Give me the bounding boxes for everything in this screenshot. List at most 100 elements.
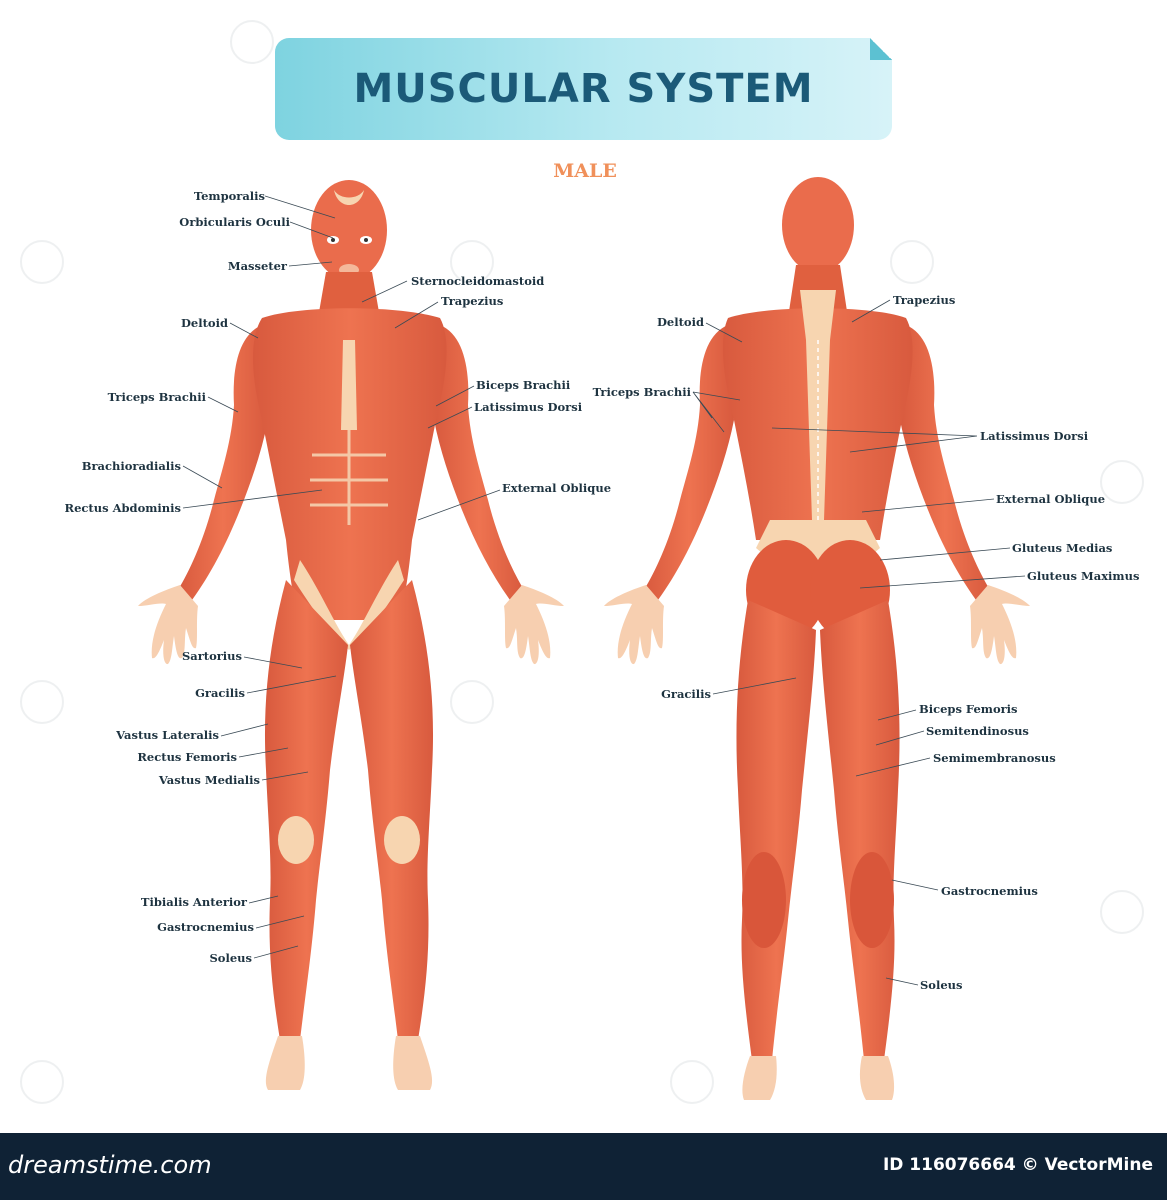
back-left-calf — [742, 852, 786, 948]
back-left-foot — [742, 1056, 777, 1100]
label-gracilis-back: Gracilis — [661, 687, 711, 701]
label-vastus-medialis: Vastus Medialis — [158, 773, 260, 787]
label-gastrocnemius-back: Gastrocnemius — [941, 884, 1038, 898]
label-trapezius: Trapezius — [441, 294, 503, 308]
front-left-knee — [278, 816, 314, 864]
label-gastrocnemius-front: Gastrocnemius — [157, 920, 254, 934]
front-right-hand — [504, 585, 564, 665]
leader-line — [261, 771, 309, 781]
leader-line — [182, 465, 223, 489]
back-right-arm — [900, 325, 990, 600]
label-rectus-femoris: Rectus Femoris — [137, 750, 237, 764]
front-right-arm — [434, 325, 524, 600]
back-right-foot — [859, 1056, 895, 1100]
front-right-knee — [384, 816, 420, 864]
label-brachioradialis: Brachioradialis — [82, 459, 181, 473]
footer-bar: dreamstime.com ID 116076664 © VectorMine — [0, 1133, 1167, 1200]
watermark-icon — [890, 240, 934, 284]
leader-line — [246, 675, 337, 694]
label-masseter: Masseter — [228, 259, 288, 273]
front-right-foot — [393, 1036, 433, 1090]
back-head — [782, 177, 854, 273]
leader-line — [220, 723, 269, 737]
leader-line — [288, 261, 333, 267]
leader-line — [417, 489, 501, 521]
label-gracilis: Gracilis — [195, 686, 245, 700]
front-right-pupil — [364, 238, 368, 242]
title-banner: MUSCULAR SYSTEM — [275, 38, 892, 140]
leader-line — [435, 385, 475, 407]
back-left-leg — [736, 600, 816, 1060]
leader-line — [289, 221, 334, 239]
back-labels: Deltoid Trapezius Triceps Brachii Latiss… — [593, 293, 1140, 992]
leader-line — [248, 895, 279, 904]
leader-line — [885, 977, 919, 986]
front-left-arm — [178, 325, 268, 600]
label-semimembranosus: Semimembranosus — [933, 751, 1056, 765]
leader-line — [182, 489, 323, 509]
leader-line — [229, 322, 259, 339]
leader-line — [255, 915, 305, 929]
leader-line — [855, 757, 931, 777]
label-latissimus-dorsi: Latissimus Dorsi — [474, 400, 583, 414]
label-temporalis: Temporalis — [194, 189, 265, 203]
back-left-hand — [604, 585, 664, 665]
anatomy-figures: Temporalis Orbicularis Oculi Masseter St… — [65, 177, 1140, 1100]
label-sartorius: Sartorius — [182, 649, 242, 663]
watermark-icon — [20, 1060, 64, 1104]
leader-line — [238, 747, 289, 758]
label-soleus-front: Soleus — [210, 951, 253, 965]
front-left-hand — [138, 585, 198, 665]
leader-line — [851, 299, 891, 323]
leader-line — [705, 322, 743, 343]
label-latissimus-dorsi-back: Latissimus Dorsi — [980, 429, 1089, 443]
front-labels: Temporalis Orbicularis Oculi Masseter St… — [65, 189, 611, 965]
leader-line — [264, 195, 336, 219]
front-figure — [138, 180, 564, 1090]
leader-line — [712, 677, 797, 695]
front-head — [311, 180, 387, 280]
leader-line — [879, 547, 1011, 561]
label-sternocleidomastoid: Sternocleidomastoid — [411, 274, 544, 288]
watermark-icon — [20, 680, 64, 724]
label-triceps-brachii: Triceps Brachii — [108, 390, 207, 404]
front-left-pupil — [331, 238, 335, 242]
leader-line — [771, 427, 978, 453]
footer-image-id: ID 116076664 © VectorMine — [882, 1155, 1153, 1175]
page-title: MUSCULAR SYSTEM — [353, 66, 814, 112]
footer-logo[interactable]: dreamstime.com — [8, 1151, 212, 1179]
leader-line — [253, 945, 299, 959]
label-gluteus-medias: Gluteus Medias — [1012, 541, 1112, 555]
leader-line — [861, 498, 995, 513]
front-left-foot — [265, 1036, 305, 1090]
label-deltoid: Deltoid — [181, 316, 228, 330]
label-external-oblique-back: External Oblique — [996, 492, 1105, 506]
watermark-icon — [20, 240, 64, 284]
back-right-hand — [970, 585, 1030, 665]
leader-line — [243, 656, 303, 669]
leader-line — [891, 879, 939, 891]
watermark-icon — [670, 1060, 714, 1104]
leader-line — [859, 575, 1026, 589]
front-left-leg — [264, 580, 348, 1040]
front-right-leg — [350, 580, 434, 1040]
leader-line — [875, 730, 925, 746]
front-abs — [310, 430, 388, 525]
front-groin-tendon — [294, 560, 404, 650]
back-right-leg — [820, 600, 900, 1060]
label-trapezius-back: Trapezius — [893, 293, 955, 307]
front-neck — [318, 272, 380, 318]
label-gluteus-maximus: Gluteus Maximus — [1027, 569, 1139, 583]
leader-line — [207, 396, 239, 413]
leader-line — [361, 280, 408, 303]
back-right-calf — [850, 852, 894, 948]
watermark-icon — [1100, 460, 1144, 504]
label-external-oblique: External Oblique — [502, 481, 611, 495]
watermark-icon — [1100, 890, 1144, 934]
watermark-icon — [450, 680, 494, 724]
label-deltoid-back: Deltoid — [657, 315, 704, 329]
leader-line — [427, 406, 473, 429]
leader-line — [877, 709, 917, 721]
label-biceps-femoris: Biceps Femoris — [919, 702, 1018, 716]
banner-fold — [870, 38, 892, 60]
